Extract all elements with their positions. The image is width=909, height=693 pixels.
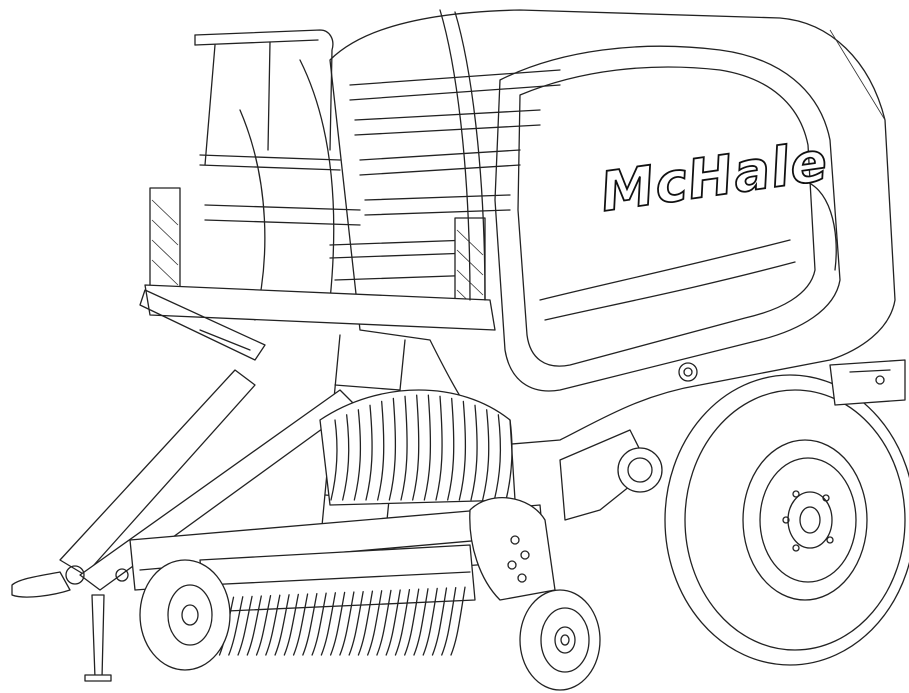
pickup-tine — [274, 594, 290, 656]
rotor-tine — [400, 395, 408, 501]
pickup-tine — [255, 594, 272, 656]
pickup-cam-bracket — [469, 429, 663, 601]
right-pickup-wheel — [519, 589, 601, 691]
pickup-tine — [292, 593, 309, 656]
pickup-tine — [367, 590, 383, 656]
pickup-tine — [311, 592, 327, 656]
rotor-tine — [412, 394, 420, 501]
pickup-tine — [283, 593, 299, 656]
pickup-tine — [265, 594, 281, 656]
rotor-tine — [365, 404, 373, 501]
pickup-tine — [431, 587, 448, 656]
pickup-tines — [200, 586, 466, 656]
main-wheel — [664, 374, 909, 666]
left-pickup-wheel — [139, 559, 231, 671]
rotor-tine — [330, 419, 338, 501]
rotor-tine — [423, 394, 432, 501]
pickup-tine — [329, 591, 346, 656]
pickup-tine — [348, 590, 364, 656]
rotor-tine — [388, 397, 397, 501]
rotor-tine — [505, 419, 513, 501]
pickup-tine — [357, 590, 374, 656]
pickup-tine — [302, 592, 318, 656]
bale-chamber-body — [329, 9, 896, 446]
pickup-tine — [450, 586, 466, 656]
pickup-tine — [237, 595, 253, 656]
rotor-tine — [482, 409, 490, 501]
rotor-tines — [319, 389, 516, 506]
rotor-tine — [447, 397, 455, 501]
pickup-tine — [422, 587, 438, 656]
pickup-tine — [394, 588, 411, 656]
pickup-tine — [339, 591, 355, 656]
rotor-tine — [353, 409, 362, 501]
pickup-tine — [376, 589, 392, 656]
pickup-tine — [246, 595, 262, 656]
rotor-tine — [493, 414, 502, 501]
pickup-tine — [413, 588, 429, 656]
parking-jack — [91, 594, 105, 679]
rotor-tine — [377, 400, 385, 501]
rotor-tine — [458, 400, 467, 501]
axle-bracket — [829, 359, 906, 406]
hitch-eye — [11, 571, 71, 598]
left-reflector-board — [149, 187, 181, 289]
pickup-tine — [228, 596, 244, 656]
rotor-tine — [470, 404, 478, 501]
rotor-tine — [342, 414, 350, 501]
pickup-tine — [385, 589, 401, 656]
pickup-tine — [441, 586, 457, 656]
pickup-tine — [320, 592, 337, 656]
rotor-tine — [435, 395, 443, 501]
pickup-tine — [404, 588, 420, 656]
